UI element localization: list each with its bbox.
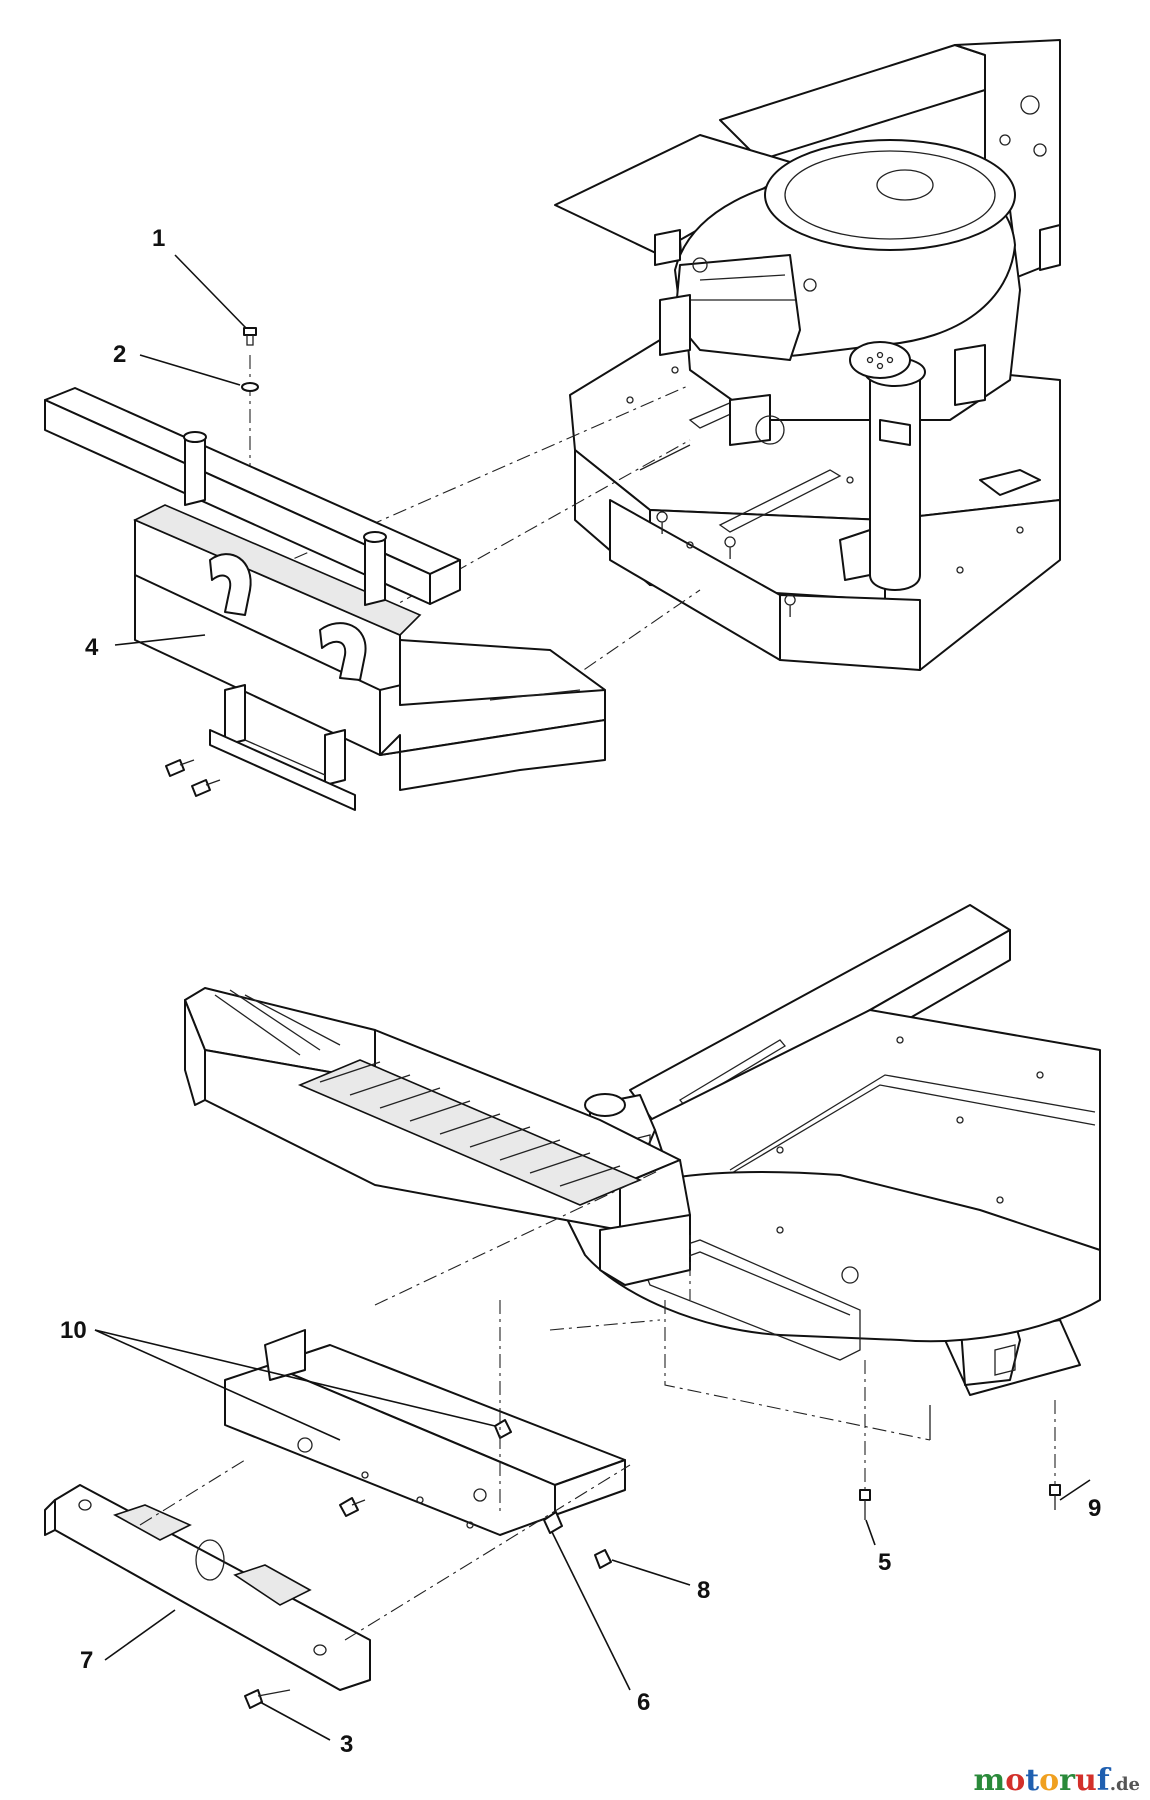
watermark-letter: u: [1075, 1763, 1097, 1798]
leader-3: [259, 1701, 331, 1741]
front-grille-guard: [184, 987, 691, 1286]
callout-1: 1: [152, 225, 165, 252]
leader-5: [865, 1519, 876, 1546]
callout-10: 10: [60, 1317, 87, 1344]
watermark-letter: f: [1097, 1763, 1112, 1798]
callout-5: 5: [878, 1549, 891, 1576]
watermark-letter: m: [974, 1763, 1006, 1798]
callout-4: 4: [85, 634, 99, 661]
leader-8: [611, 1559, 691, 1586]
watermark-letter: o: [1005, 1763, 1025, 1798]
leader-1: [174, 254, 247, 329]
watermark-letter: o: [1039, 1763, 1059, 1798]
leader-9: [1059, 1479, 1091, 1501]
leader-10b: [94, 1329, 496, 1427]
engine-deck-assembly: [554, 39, 1061, 671]
leader-10a: [94, 1329, 341, 1441]
mounting-bracket: [224, 1329, 626, 1536]
watermark-letter: r: [1059, 1763, 1076, 1798]
watermark-logo: motoruf.de: [974, 1763, 1140, 1798]
callout-2: 2: [113, 341, 126, 368]
callout-6: 6: [637, 1689, 650, 1716]
hardware-bottom: [244, 1419, 1061, 1709]
leader-4: [114, 634, 206, 646]
leader-7: [104, 1609, 176, 1661]
bolt-pair: [165, 759, 221, 797]
callout-7: 7: [80, 1647, 93, 1674]
bolt-part-1: [243, 327, 257, 346]
chassis-frame: [564, 904, 1101, 1440]
callout-9: 9: [1088, 1495, 1101, 1522]
callout-3: 3: [340, 1731, 353, 1758]
watermark-text: motoruf.de: [974, 1763, 1140, 1798]
leader-6: [551, 1531, 631, 1691]
washer-part-2: [241, 382, 259, 392]
callout-8: 8: [697, 1577, 710, 1604]
bumper-weight-bracket: [44, 387, 606, 811]
leader-2: [139, 354, 241, 386]
watermark-letter: t: [1025, 1763, 1039, 1798]
front-bumper: [44, 1484, 371, 1691]
